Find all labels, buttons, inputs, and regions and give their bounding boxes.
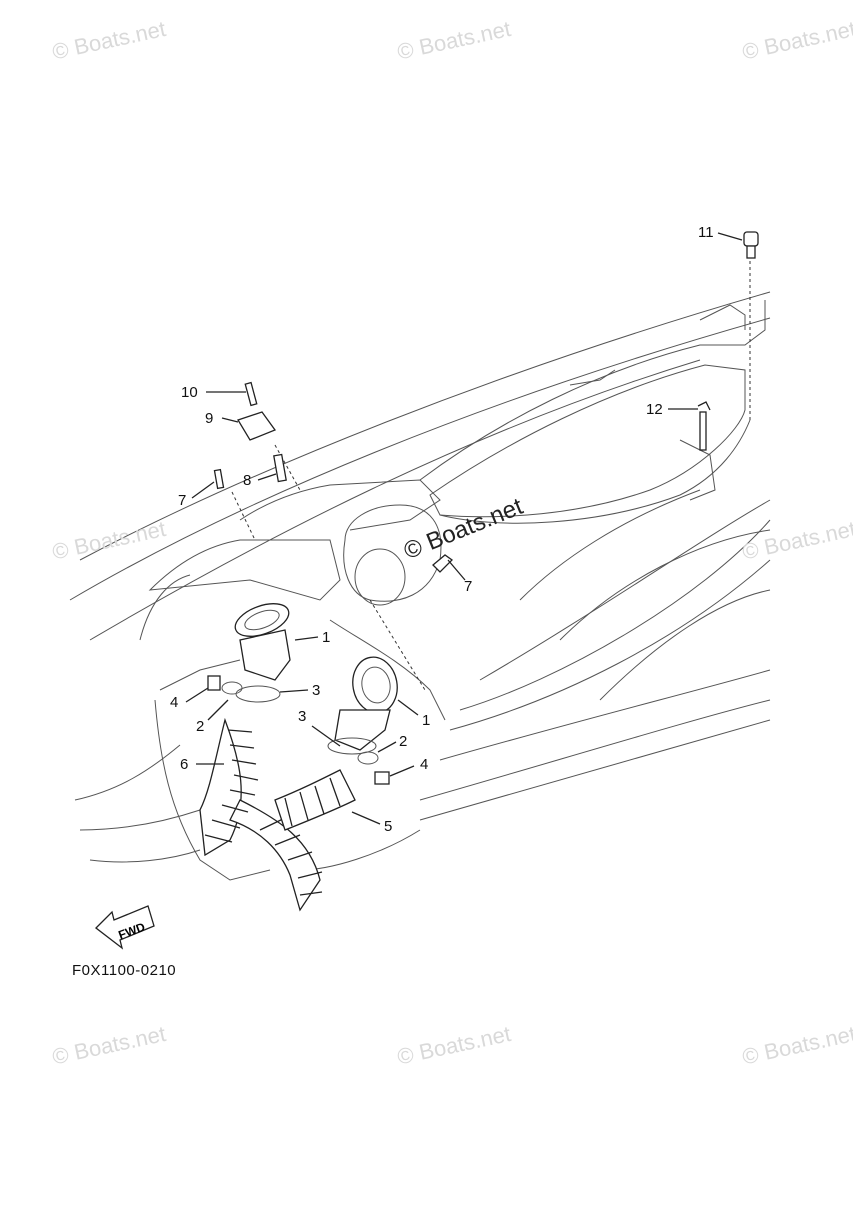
fwd-arrow-icon: FWD — [95, 905, 155, 950]
guide-lines — [231, 255, 751, 691]
callout-10: 10 — [181, 384, 198, 401]
part-11-vent-cap — [743, 231, 759, 259]
callout-12: 12 — [646, 401, 663, 418]
seat-tray-outline — [419, 300, 766, 524]
callout-7: 7 — [464, 578, 473, 595]
callout-4: 4 — [170, 694, 179, 711]
part-6-hose — [199, 717, 323, 912]
clamps-right — [327, 737, 390, 785]
hull-outline — [69, 291, 771, 863]
callout-6: 6 — [180, 756, 189, 773]
part-12-hose — [697, 401, 711, 451]
part-7-fittings — [213, 468, 454, 573]
callout-3: 3 — [312, 682, 321, 699]
clamps-left — [207, 675, 281, 703]
part-1-right-duct — [334, 656, 398, 751]
callout-8: 8 — [243, 472, 252, 489]
callout-3: 3 — [298, 708, 307, 725]
callout-1: 1 — [322, 629, 331, 646]
drawing-code: F0X1100-0210 — [72, 962, 177, 979]
callout-4: 4 — [420, 756, 429, 773]
callout-9: 9 — [205, 410, 214, 427]
callout-1: 1 — [422, 712, 431, 729]
callout-7: 7 — [178, 492, 187, 509]
part-5-hose — [274, 769, 356, 831]
callout-11: 11 — [698, 224, 714, 241]
part-1-left-duct — [234, 603, 291, 681]
callout-2: 2 — [399, 733, 408, 750]
part-10-9-8-stack — [237, 381, 287, 483]
leader-lines — [185, 232, 743, 825]
callout-2: 2 — [196, 718, 205, 735]
callout-5: 5 — [384, 818, 393, 835]
